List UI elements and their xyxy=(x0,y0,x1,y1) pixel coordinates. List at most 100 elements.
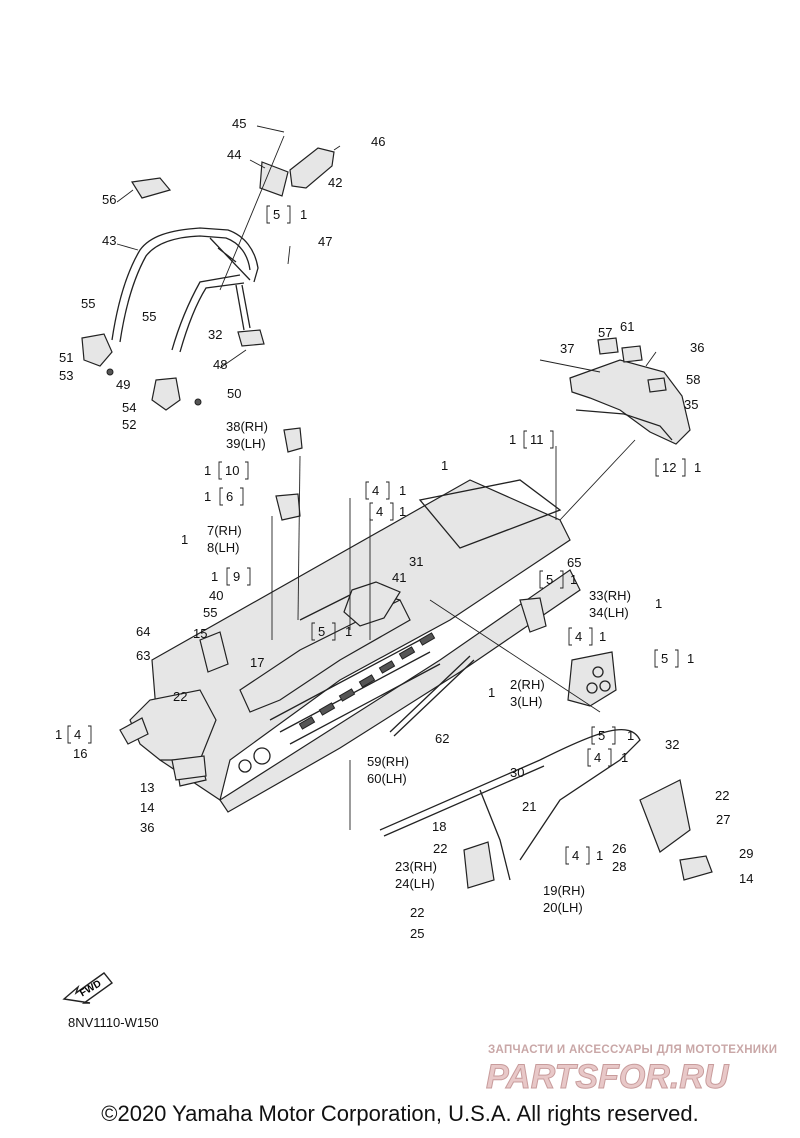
callout-label: 21 xyxy=(522,799,536,814)
callout-label: 56 xyxy=(102,192,116,207)
bracket-reference: 4 xyxy=(568,627,593,646)
callout-label: 1 xyxy=(345,624,352,639)
bracket-reference: 4 xyxy=(365,481,390,500)
callout-label: 45 xyxy=(232,116,246,131)
bracket-reference: 5 xyxy=(539,570,564,589)
callout-label: 39(LH) xyxy=(226,436,266,451)
callout-label: 60(LH) xyxy=(367,771,407,786)
callout-label: 8(LH) xyxy=(207,540,240,555)
callout-label: 1 xyxy=(204,489,211,504)
callout-label: 1 xyxy=(570,572,577,587)
callout-label: 1 xyxy=(399,483,406,498)
bracket-reference: 4 xyxy=(565,846,590,865)
callout-label: 28 xyxy=(612,859,626,874)
bracket-number: 6 xyxy=(226,489,233,504)
callout-label: 1 xyxy=(694,460,701,475)
callout-label: 1 xyxy=(687,651,694,666)
bracket-number: 12 xyxy=(662,460,676,475)
bracket-mark xyxy=(218,461,249,480)
bracket-mark xyxy=(311,622,336,641)
bracket-mark xyxy=(266,205,291,224)
callout-label: 22 xyxy=(173,689,187,704)
callout-label: 40 xyxy=(209,588,223,603)
callout-label: 17 xyxy=(250,655,264,670)
bracket-mark xyxy=(539,570,564,589)
callout-label: 3(LH) xyxy=(510,694,543,709)
bracket-number: 11 xyxy=(530,432,544,447)
callout-label: 22 xyxy=(410,905,424,920)
bracket-number: 4 xyxy=(594,750,601,765)
bracket-number: 5 xyxy=(661,651,668,666)
callout-label: 41 xyxy=(392,570,406,585)
callout-label: 1 xyxy=(627,728,634,743)
callout-label: 55 xyxy=(142,309,156,324)
callout-label: 15 xyxy=(193,626,207,641)
bracket-reference: 5 xyxy=(591,726,616,745)
callout-label: 1 xyxy=(596,848,603,863)
copyright-notice: ©2020 Yamaha Motor Corporation, U.S.A. A… xyxy=(101,1101,699,1126)
callout-label: 37 xyxy=(560,341,574,356)
bracket-number: 4 xyxy=(372,483,379,498)
callout-label: 25 xyxy=(410,926,424,941)
watermark-brand: PARTSFOR.RU xyxy=(486,1058,730,1096)
diagram-code: 8NV1110-W150 xyxy=(68,1015,159,1030)
callout-label: 22 xyxy=(715,788,729,803)
bracket-mark xyxy=(219,487,244,506)
callout-label: 13 xyxy=(140,780,154,795)
callout-label: 47 xyxy=(318,234,332,249)
bracket-reference: 4 xyxy=(369,502,394,521)
callout-label: 7(RH) xyxy=(207,523,242,538)
bracket-number: 5 xyxy=(273,207,280,222)
callout-label: 62 xyxy=(435,731,449,746)
callout-label: 51 xyxy=(59,350,73,365)
bracket-number: 5 xyxy=(546,572,553,587)
callout-label: 44 xyxy=(227,147,241,162)
callout-label: 18 xyxy=(432,819,446,834)
callout-label: 52 xyxy=(122,417,136,432)
bracket-number: 4 xyxy=(74,727,81,742)
callout-label: 63 xyxy=(136,648,150,663)
callout-label: 42 xyxy=(328,175,342,190)
bracket-reference: 5 xyxy=(654,649,679,668)
watermark-logo: PARTSFOR.RU xyxy=(486,1058,730,1097)
callout-label: 1 xyxy=(300,207,307,222)
callout-label: 65 xyxy=(567,555,581,570)
bracket-reference: 9 xyxy=(226,567,251,586)
callout-label: 34(LH) xyxy=(589,605,629,620)
callout-label: 29 xyxy=(739,846,753,861)
callout-label: 49 xyxy=(116,377,130,392)
bracket-mark xyxy=(655,458,686,477)
callout-label: 23(RH) xyxy=(395,859,437,874)
callout-label: 27 xyxy=(716,812,730,827)
callout-label: 53 xyxy=(59,368,73,383)
callout-label: 14 xyxy=(140,800,154,815)
callout-label: 55 xyxy=(81,296,95,311)
callout-label: 20(LH) xyxy=(543,900,583,915)
bracket-reference: 12 xyxy=(655,458,686,477)
bracket-mark xyxy=(523,430,554,449)
callout-label: 48 xyxy=(213,357,227,372)
tunnel-frame xyxy=(119,427,713,889)
bracket-mark xyxy=(369,502,394,521)
callout-label: 26 xyxy=(612,841,626,856)
callout-label: 1 xyxy=(441,458,448,473)
callout-label: 1 xyxy=(488,685,495,700)
callout-label: 1 xyxy=(211,569,218,584)
callout-label: 1 xyxy=(621,750,628,765)
bracket-mark xyxy=(365,481,390,500)
watermark-subtitle: ЗАПЧАСТИ И АКСЕССУАРЫ ДЛЯ МОТОТЕХНИКИ xyxy=(488,1044,778,1056)
callout-label: 57 xyxy=(598,325,612,340)
bracket-mark xyxy=(568,627,593,646)
bracket-number: 4 xyxy=(376,504,383,519)
rear-cover-assembly xyxy=(539,337,691,521)
callout-label: 35 xyxy=(684,397,698,412)
callout-label: 16 xyxy=(73,746,87,761)
callout-label: 14 xyxy=(739,871,753,886)
bracket-mark xyxy=(67,725,92,744)
bracket-reference: 5 xyxy=(266,205,291,224)
callout-label: 64 xyxy=(136,624,150,639)
callout-label: 38(RH) xyxy=(226,419,268,434)
bracket-reference: 11 xyxy=(523,430,554,449)
